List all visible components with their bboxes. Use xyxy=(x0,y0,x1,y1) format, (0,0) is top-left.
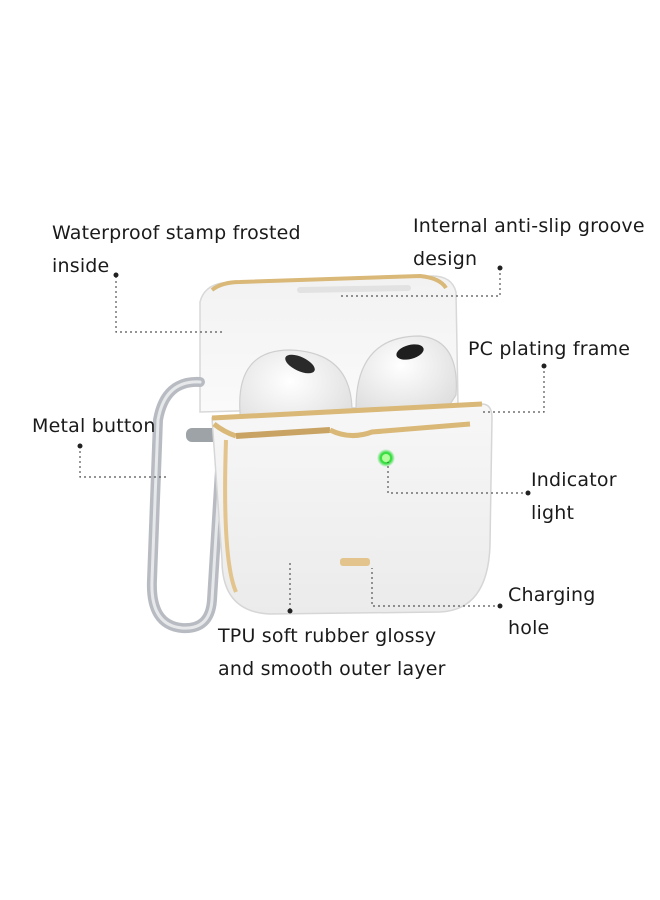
leader-pc-frame xyxy=(482,366,545,413)
leader-waterproof xyxy=(115,276,222,333)
callout-text: Charging xyxy=(508,584,596,606)
callout-text: and smooth outer layer xyxy=(218,658,446,680)
callout-text: inside xyxy=(52,255,110,277)
callout-text: Internal anti-slip groove xyxy=(413,215,645,237)
leader-lines xyxy=(79,268,545,610)
callout-indicator-light: Indicator light xyxy=(531,464,617,530)
callout-text: design xyxy=(413,248,478,270)
callout-charging-hole: Charging hole xyxy=(508,579,595,645)
callout-text: TPU soft rubber glossy xyxy=(218,625,437,647)
leader-indicator xyxy=(387,462,528,494)
leader-metal-button xyxy=(79,446,166,478)
callout-text: Indicator xyxy=(531,469,617,491)
callout-text: PC plating frame xyxy=(468,338,631,360)
metal-carabiner xyxy=(146,376,230,634)
callout-waterproof-stamp: Waterproof stamp frosted inside xyxy=(52,217,301,283)
airpod-right xyxy=(355,335,457,421)
case-body xyxy=(211,401,493,615)
indicator-light-core xyxy=(382,454,390,462)
callout-text: Waterproof stamp frosted xyxy=(52,222,301,244)
callout-text: Metal button xyxy=(32,415,156,437)
callout-metal-button: Metal button xyxy=(32,410,156,443)
callout-anti-slip-groove: Internal anti-slip groove design xyxy=(413,210,645,276)
callout-pc-plating-frame: PC plating frame xyxy=(468,333,630,366)
callout-text: hole xyxy=(508,617,550,639)
callout-tpu-outer-layer: TPU soft rubber glossy and smooth outer … xyxy=(218,620,446,686)
leader-dots xyxy=(77,265,547,614)
callout-text: light xyxy=(531,502,575,524)
